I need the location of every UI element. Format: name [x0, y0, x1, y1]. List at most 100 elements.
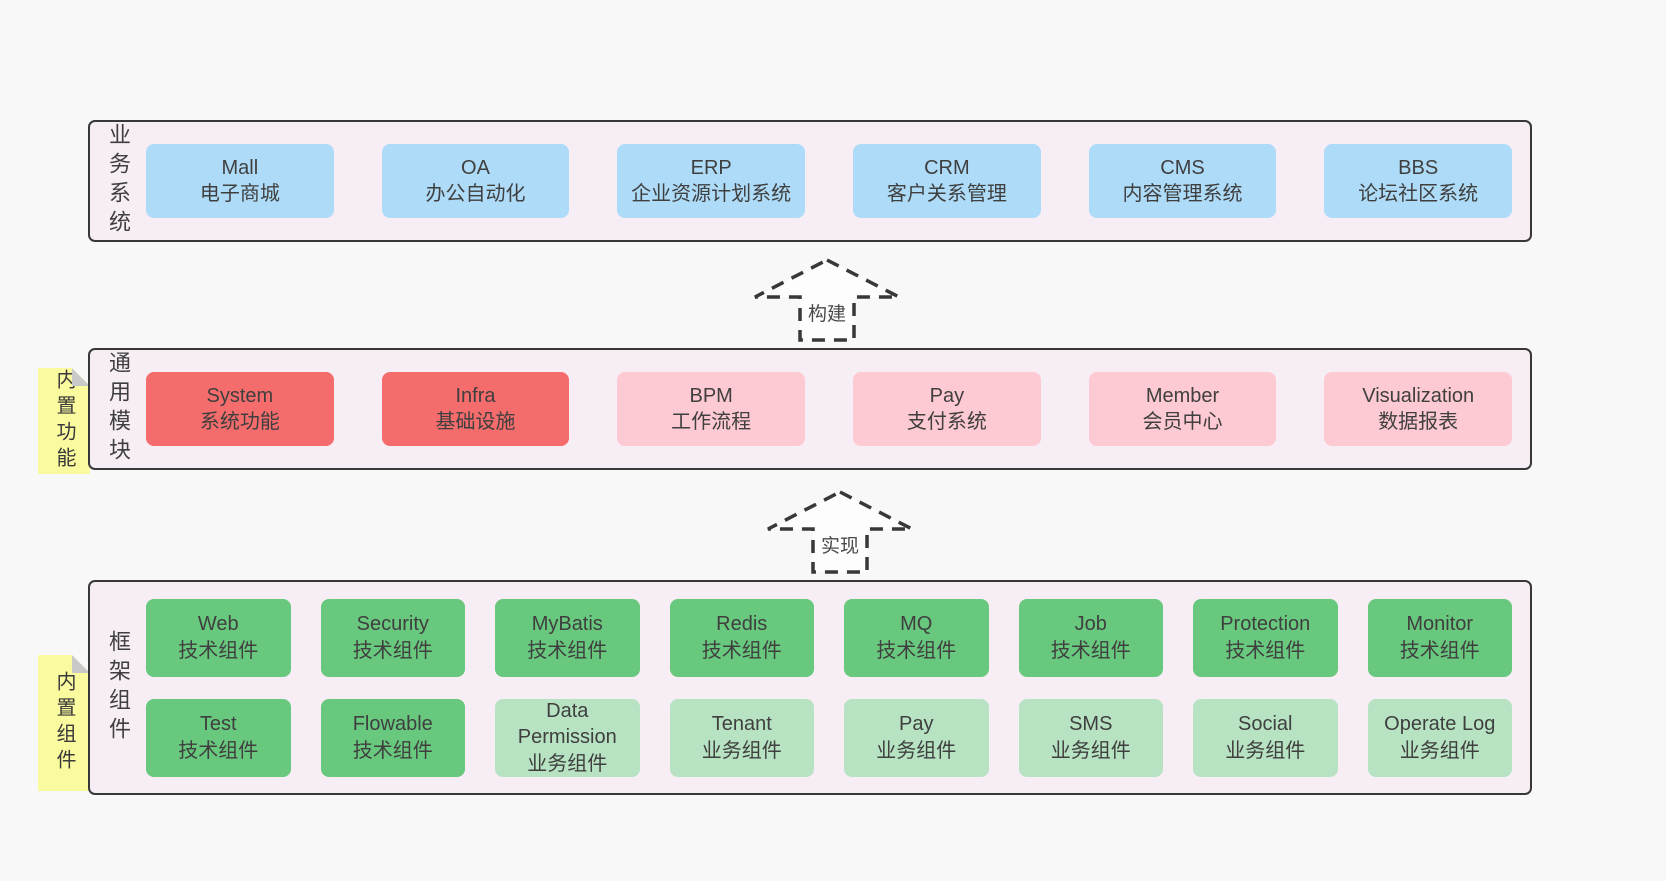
band-modules-row: System 系统功能 Infra 基础设施 BPM 工作流程 Pay 支付系统… — [146, 372, 1513, 446]
box-system-title: System — [206, 384, 274, 407]
box-erp: ERP 企业资源计划系统 — [617, 144, 806, 218]
band-business-label-wrap: 业务系统 — [90, 122, 146, 240]
box-security-title: Security — [356, 613, 429, 636]
box-tenant-subtitle: 业务组件 — [701, 739, 782, 762]
implement-arrow: 实现 — [765, 489, 915, 575]
box-data-permission-title: Data Permission — [517, 699, 617, 749]
box-member-subtitle: 会员中心 — [1142, 411, 1223, 433]
box-oa-title: OA — [461, 156, 490, 179]
box-mybatis: MyBatis 技术组件 — [495, 598, 640, 677]
sticky-note-built-in-features-label: 内置功能 — [53, 369, 75, 473]
box-bbs-subtitle: 论坛社区系统 — [1358, 183, 1479, 205]
box-crm-subtitle: 客户关系管理 — [886, 183, 1007, 205]
box-operate-log: Operate Log 业务组件 — [1367, 698, 1512, 777]
box-cms: CMS 内容管理系统 — [1088, 144, 1277, 218]
box-redis: Redis 技术组件 — [669, 598, 814, 677]
box-mall-title: Mall — [221, 156, 259, 179]
box-mq: MQ 技术组件 — [844, 598, 989, 677]
box-sms-subtitle: 业务组件 — [1050, 739, 1131, 762]
box-monitor-subtitle: 技术组件 — [1399, 639, 1480, 662]
box-mybatis-subtitle: 技术组件 — [527, 639, 608, 662]
box-web-subtitle: 技术组件 — [178, 639, 259, 662]
sticky-note-built-in-features: 内置功能 — [38, 368, 90, 474]
box-sms-title: SMS — [1069, 713, 1113, 736]
box-data-permission-subtitle: 业务组件 — [527, 752, 608, 775]
box-protection-title: Protection — [1220, 613, 1311, 636]
box-tenant-title: Tenant — [711, 713, 772, 736]
box-security: Security 技术组件 — [320, 598, 465, 677]
box-flowable: Flowable 技术组件 — [320, 698, 465, 777]
box-infra-subtitle: 基础设施 — [435, 411, 516, 433]
build-arrow-label: 构建 — [807, 304, 846, 325]
box-operate-log-title: Operate Log — [1384, 713, 1496, 736]
sticky-note-built-in-components: 内置组件 — [38, 655, 90, 791]
box-test-subtitle: 技术组件 — [178, 739, 259, 762]
box-social: Social 业务组件 — [1193, 698, 1338, 777]
build-arrow-shape — [754, 258, 900, 342]
box-flowable-subtitle: 技术组件 — [352, 739, 433, 762]
box-protection-subtitle: 技术组件 — [1225, 639, 1306, 662]
box-system-subtitle: 系统功能 — [199, 411, 280, 433]
band-modules-rows: System 系统功能 Infra 基础设施 BPM 工作流程 Pay 支付系统… — [146, 350, 1530, 468]
box-pay-module-title: Pay — [929, 384, 965, 407]
band-common-modules: 通用模块 System 系统功能 Infra 基础设施 BPM 工作流程 Pay… — [88, 348, 1532, 470]
box-job-subtitle: 技术组件 — [1050, 639, 1131, 662]
box-test: Test 技术组件 — [146, 698, 291, 777]
box-erp-title: ERP — [690, 156, 732, 179]
band-business-row: Mall 电子商城 OA 办公自动化 ERP 企业资源计划系统 CRM 客户关系… — [146, 144, 1513, 218]
band-business-rows: Mall 电子商城 OA 办公自动化 ERP 企业资源计划系统 CRM 客户关系… — [146, 122, 1530, 240]
box-pay-module: Pay 支付系统 — [853, 372, 1041, 446]
box-oa: OA 办公自动化 — [381, 144, 570, 218]
band-business-systems: 业务系统 Mall 电子商城 OA 办公自动化 ERP 企业资源计划系统 CRM… — [88, 120, 1532, 242]
implement-arrow-shape — [767, 490, 913, 574]
box-data-permission: Data Permission 业务组件 — [495, 698, 640, 777]
band-business-label: 业务系统 — [106, 123, 131, 239]
box-pay-component: Pay 业务组件 — [844, 698, 989, 777]
box-visualization: Visualization 数据报表 — [1324, 372, 1513, 446]
box-bbs: BBS 论坛社区系统 — [1324, 144, 1513, 218]
box-cms-title: CMS — [1160, 156, 1205, 179]
box-job: Job 技术组件 — [1018, 598, 1163, 677]
box-oa-subtitle: 办公自动化 — [425, 183, 526, 205]
box-security-subtitle: 技术组件 — [352, 639, 433, 662]
box-crm: CRM 客户关系管理 — [853, 144, 1041, 218]
box-redis-subtitle: 技术组件 — [701, 639, 782, 662]
box-operate-log-subtitle: 业务组件 — [1399, 739, 1480, 762]
box-visualization-subtitle: 数据报表 — [1378, 411, 1459, 433]
box-mall-subtitle: 电子商城 — [199, 183, 280, 205]
box-bpm-title: BPM — [689, 384, 733, 407]
box-pay-component-subtitle: 业务组件 — [876, 739, 957, 762]
box-web-title: Web — [197, 613, 239, 636]
band-modules-label: 通用模块 — [106, 351, 131, 467]
box-mq-title: MQ — [900, 613, 933, 636]
box-visualization-title: Visualization — [1362, 384, 1475, 407]
box-member: Member 会员中心 — [1088, 372, 1277, 446]
box-social-subtitle: 业务组件 — [1225, 739, 1306, 762]
box-mq-subtitle: 技术组件 — [876, 639, 957, 662]
box-tenant: Tenant 业务组件 — [669, 698, 814, 777]
box-erp-subtitle: 企业资源计划系统 — [631, 183, 792, 205]
box-web: Web 技术组件 — [146, 598, 291, 677]
band-components-row-2: Test 技术组件 Flowable 技术组件 Data Permission … — [146, 698, 1512, 777]
implement-arrow-label: 实现 — [820, 536, 859, 557]
box-crm-title: CRM — [924, 156, 970, 179]
box-pay-component-title: Pay — [899, 713, 934, 736]
box-infra-title: Infra — [455, 384, 496, 407]
band-components-label: 框架组件 — [106, 629, 131, 746]
box-redis-title: Redis — [716, 613, 768, 636]
box-social-title: Social — [1238, 713, 1293, 736]
box-bpm-subtitle: 工作流程 — [671, 411, 752, 433]
box-mall: Mall 电子商城 — [146, 144, 334, 218]
box-sms: SMS 业务组件 — [1018, 698, 1163, 777]
box-monitor-title: Monitor — [1406, 613, 1474, 636]
box-job-title: Job — [1074, 613, 1107, 636]
box-member-title: Member — [1145, 384, 1220, 407]
band-framework-components: 框架组件 Web 技术组件 Security 技术组件 MyBatis 技术组件… — [88, 580, 1532, 795]
box-protection: Protection 技术组件 — [1193, 598, 1338, 677]
band-modules-label-wrap: 通用模块 — [90, 350, 146, 468]
box-test-title: Test — [199, 713, 237, 736]
band-components-label-wrap: 框架组件 — [90, 582, 146, 793]
box-cms-subtitle: 内容管理系统 — [1122, 183, 1243, 205]
box-flowable-title: Flowable — [352, 713, 433, 736]
band-components-row-1: Web 技术组件 Security 技术组件 MyBatis 技术组件 Redi… — [146, 598, 1512, 677]
